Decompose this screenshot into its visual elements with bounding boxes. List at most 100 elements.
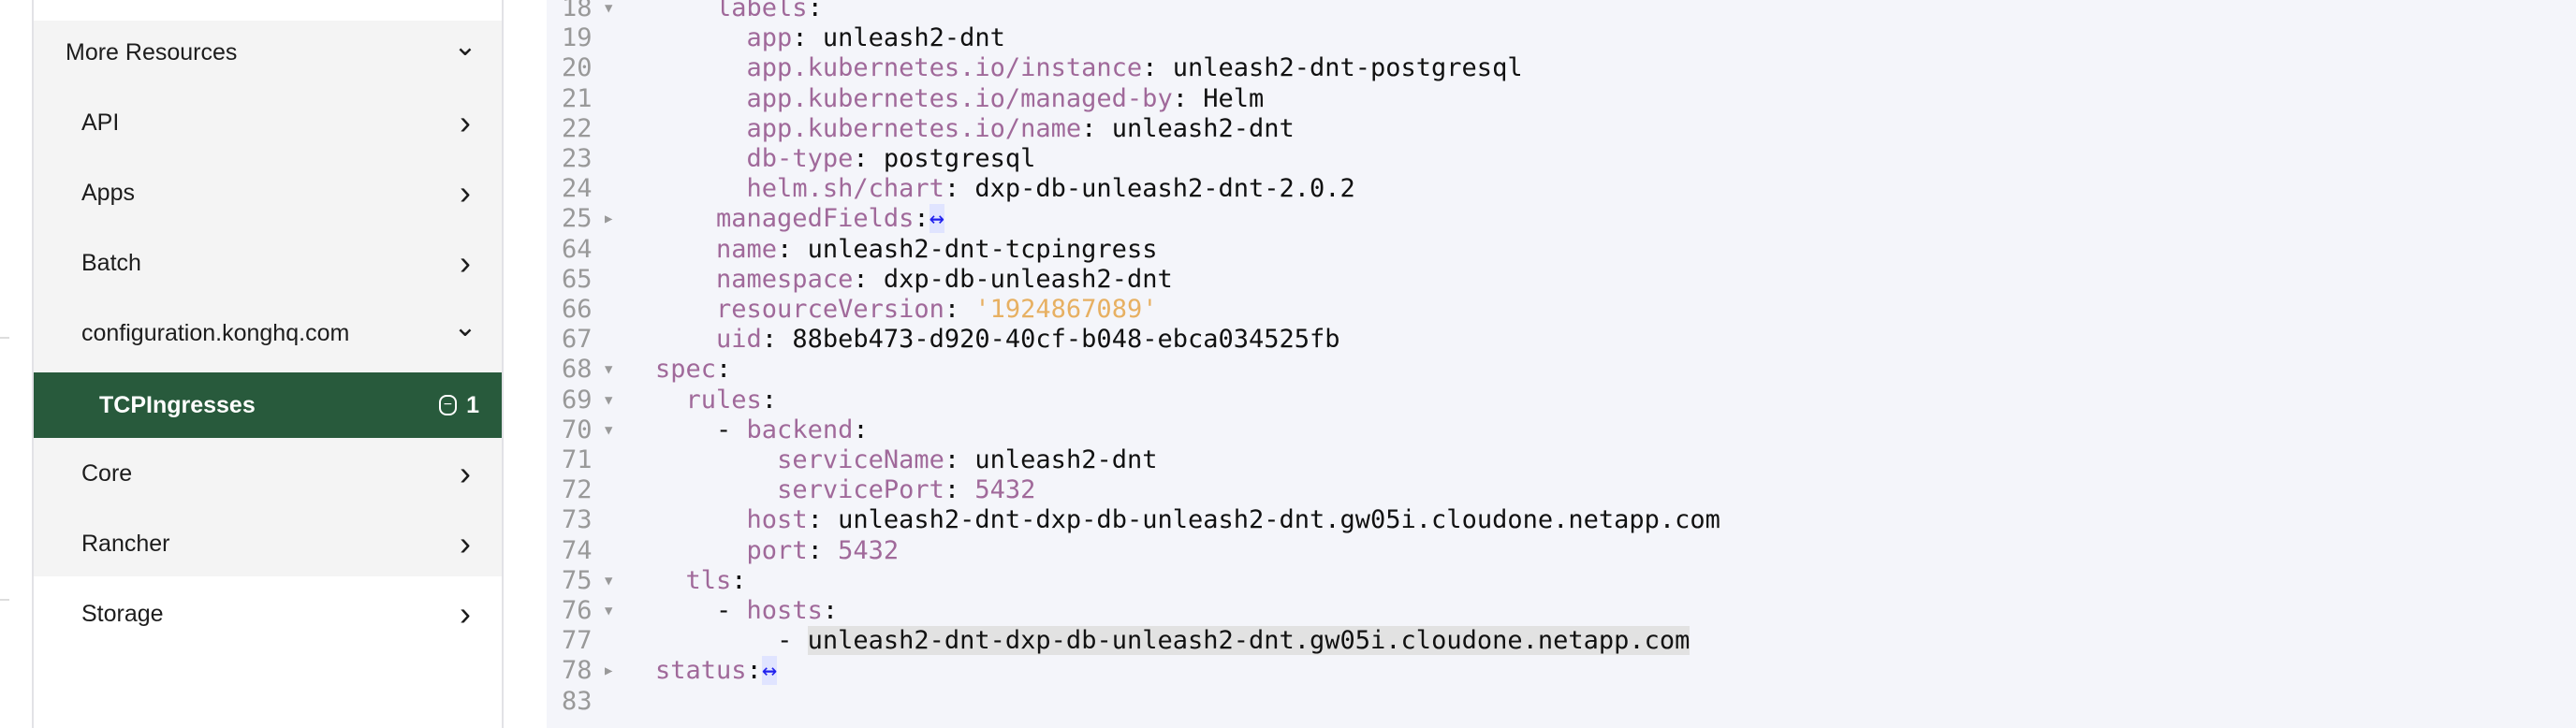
chevron-right-icon: › [460, 524, 471, 562]
fold-closed-icon[interactable]: ▶ [605, 211, 613, 227]
line-number: 75 [562, 565, 593, 595]
sidebar-item-rancher[interactable]: Rancher › [34, 513, 502, 575]
yaml-key: namespace [716, 264, 854, 294]
yaml-key: app [746, 23, 793, 53]
yaml-separator: : [807, 505, 839, 535]
line-number: 77 [562, 626, 593, 656]
yaml-key: app.kubernetes.io/name [746, 113, 1082, 143]
fold-open-icon[interactable]: ▼ [605, 573, 613, 589]
code-text: app.kubernetes.io/managed-by: Helm [747, 84, 1265, 114]
code-text: host: unleash2-dnt-dxp-db-unleash2-dnt.g… [747, 505, 1720, 535]
yaml-value: Helm [1203, 83, 1265, 113]
code-text: resourceVersion: '1924867089' [716, 295, 1157, 325]
chevron-down-icon: ⌄ [453, 311, 477, 342]
list-dash: - [716, 596, 747, 625]
code-text: - backend: [716, 415, 869, 445]
yaml-separator: : [777, 234, 808, 264]
code-text: app.kubernetes.io/instance: unleash2-dnt… [747, 53, 1523, 83]
line-number: 23 [562, 144, 593, 173]
sidebar-item-configuration-konghq-com[interactable]: configuration.konghq.com ⌄ [34, 302, 502, 364]
yaml-key: port [746, 535, 808, 565]
code-text: tls: [686, 566, 747, 596]
sidebar-item-core[interactable]: Core› [34, 443, 502, 504]
fold-open-icon[interactable]: ▼ [605, 422, 613, 438]
yaml-value: dxp-db-unleash2-dnt-2.0.2 [974, 174, 1355, 204]
chevron-right-icon: › [460, 103, 471, 141]
list-dash: - [716, 415, 747, 444]
yaml-key: db-type [746, 144, 854, 173]
yaml-separator: : [716, 355, 732, 385]
yaml-key: name [716, 234, 778, 264]
yaml-value: postgresql [883, 144, 1036, 173]
fold-open-icon[interactable]: ▼ [605, 362, 613, 378]
code-text: namespace: dxp-db-unleash2-dnt [716, 265, 1173, 295]
line-number: 20 [562, 53, 593, 83]
code-text: db-type: postgresql [747, 144, 1036, 174]
sidebar-item-label: More Resources [66, 38, 238, 66]
sidebar-item-more-resources[interactable]: More Resources⌄ [34, 22, 502, 83]
fold-closed-icon[interactable]: ▶ [605, 663, 613, 679]
yaml-key: helm.sh/chart [746, 174, 944, 204]
fold-open-icon[interactable]: ▼ [605, 1, 613, 16]
yaml-key: host [746, 505, 808, 535]
code-text: status:↔ [655, 656, 778, 686]
sidebar-item-tcpingresses[interactable]: TCPIngresses−1 [34, 372, 502, 438]
code-text: spec: [655, 355, 731, 385]
yaml-key: rules [685, 385, 762, 415]
code-text: uid: 88beb473-d920-40cf-b048-ebca034525f… [716, 325, 1340, 355]
yaml-key: status [655, 656, 747, 686]
yaml-key: tls [685, 565, 732, 595]
code-text: - unleash2-dnt-dxp-db-unleash2-dnt.gw05i… [777, 626, 1690, 656]
yaml-separator: : [761, 325, 793, 355]
sidebar-item-label: configuration.konghq.com [81, 319, 350, 346]
line-number: 25 [562, 204, 593, 234]
sidebar-item-batch[interactable]: Batch› [34, 232, 502, 294]
yaml-key: spec [655, 355, 717, 385]
sidebar-item-storage[interactable]: Storage› [34, 583, 502, 645]
code-text: managedFields:↔ [716, 204, 944, 234]
sidebar-item-label: Rancher [81, 530, 170, 557]
code-text: app: unleash2-dnt [747, 23, 1005, 53]
yaml-separator: : [853, 415, 869, 444]
chevron-right-icon: › [460, 173, 471, 211]
divider [0, 337, 9, 339]
sidebar-item-label: Apps [81, 179, 135, 206]
line-number: 71 [562, 445, 593, 474]
count-value: 1 [466, 391, 479, 418]
line-number: 74 [562, 535, 593, 565]
yaml-value: 5432 [974, 475, 1036, 505]
fold-open-icon[interactable]: ▼ [605, 604, 613, 619]
line-number: 69 [562, 385, 593, 415]
sidebar-item-apps[interactable]: Apps › [34, 162, 502, 224]
chevron-right-icon: › [460, 454, 471, 492]
sidebar-item-api[interactable]: API › [34, 92, 502, 153]
yaml-key: uid [716, 325, 762, 355]
yaml-separator: : [1081, 113, 1112, 143]
line-number: 76 [562, 596, 593, 625]
yaml-value: unleash2-dnt [974, 445, 1158, 474]
yaml-separator: : [822, 596, 839, 625]
yaml-separator: : [944, 174, 975, 204]
fold-open-icon[interactable]: ▼ [605, 392, 613, 408]
yaml-key: servicePort [777, 475, 944, 505]
namespaced-icon: − [438, 395, 458, 415]
line-number: 72 [562, 475, 593, 505]
yaml-key: backend [746, 415, 854, 444]
sidebar-item-label: API [81, 109, 120, 136]
yaml-value: unleash2-dnt [1111, 113, 1295, 143]
sidebar-nav: More Resources⌄API›Apps›Batch›configurat… [34, 21, 502, 633]
yaml-value: 5432 [838, 535, 900, 565]
yaml-value: 88beb473-d920-40cf-b048-ebca034525fb [792, 325, 1340, 355]
yaml-key: serviceName [777, 445, 944, 474]
expand-collapsed-icon[interactable]: ↔ [929, 204, 944, 234]
yaml-separator: : [944, 295, 975, 324]
line-number: 18 [562, 0, 593, 22]
line-number: 73 [562, 505, 593, 535]
sidebar-item-label: Batch [81, 249, 141, 276]
divider [0, 599, 9, 601]
expand-collapsed-icon[interactable]: ↔ [761, 656, 778, 686]
line-number: 66 [562, 295, 593, 324]
yaml-separator: : [1142, 53, 1173, 83]
yaml-separator: : [914, 204, 929, 234]
